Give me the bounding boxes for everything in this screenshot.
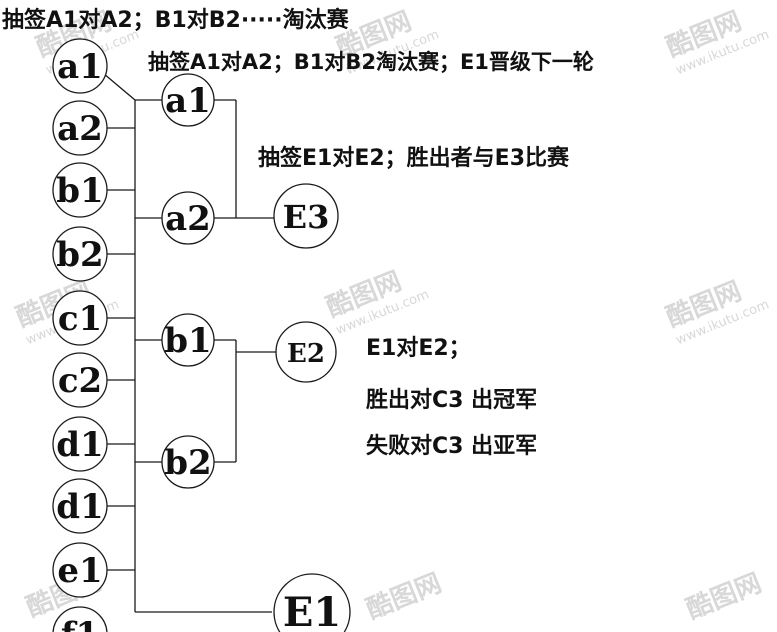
note-line2: 抽签A1对A2；B1对B2淘汰赛；E1晋级下一轮 [148,50,594,74]
node-label: a2 [165,199,211,239]
node-label: b1 [164,321,211,361]
node-label: b2 [56,235,103,275]
bracket-node-round2: b2 [161,435,215,489]
node-label: E3 [283,198,330,236]
bracket-node-round1: c1 [52,290,108,346]
node-label: E1 [283,589,341,632]
bracket-node-round1: b1 [52,162,108,218]
node-label: b2 [164,443,211,483]
note-line1: 抽签A1对A2；B1对B2·····淘汰赛 [2,8,349,33]
bracket-node-round2: a1 [161,73,215,127]
node-label: b1 [56,171,103,211]
node-label: d1 [56,425,103,465]
bracket-node-round1: d1 [52,416,108,472]
bracket-node-round3: E3 [273,183,339,249]
bracket-node-round1: a2 [52,100,108,156]
bracket-node-round1: c2 [52,352,108,408]
node-label: a1 [165,81,211,121]
note-line3: 抽签E1对E2；胜出者与E3比赛 [258,146,570,171]
node-label: e1 [57,551,102,591]
node-label: c1 [58,299,102,339]
node-label: a1 [57,47,103,87]
bracket-node-round1: a1 [52,38,108,94]
node-label: d1 [56,487,103,527]
bracket-node-round1: f1 [52,606,108,632]
bracket-node-bye: E1 [273,573,351,632]
bracket-node-round3: E2 [275,321,337,383]
note-final-2: 胜出对C3 出冠军 [366,388,538,413]
note-final-3: 失败对C3 出亚军 [366,434,538,459]
note-final-1: E1对E2； [366,336,471,361]
bracket-node-round1: d1 [52,478,108,534]
bracket-node-round2: b1 [161,313,215,367]
bracket-node-round1: e1 [52,542,108,598]
node-label: f1 [61,615,99,632]
node-label: E2 [287,339,325,369]
bracket-node-round2: a2 [161,191,215,245]
node-label: a2 [57,109,103,149]
bracket-node-round1: b2 [52,226,108,282]
connector-lines [96,67,276,613]
node-label: c2 [58,361,102,401]
